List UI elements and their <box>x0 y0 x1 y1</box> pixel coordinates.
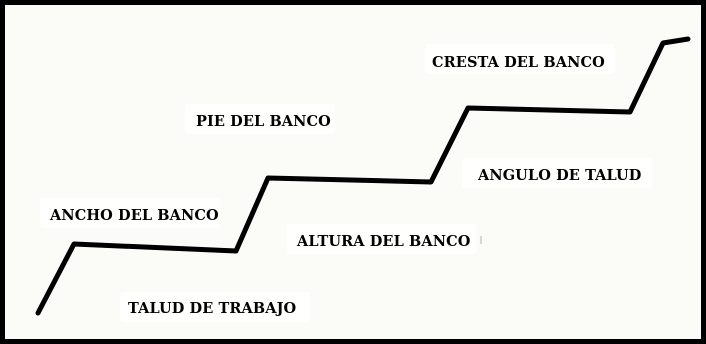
label-bg-pie <box>185 104 335 134</box>
label-bg-altura <box>287 224 477 254</box>
label-cresta-del-banco: CRESTA DEL BANCO <box>432 54 605 71</box>
label-altura-del-banco: ALTURA DEL BANCO <box>296 233 471 250</box>
label-ancho-del-banco: ANCHO DEL BANCO <box>49 207 219 224</box>
label-angulo-de-talud: ANGULO DE TALUD <box>477 167 641 184</box>
label-talud-de-trabajo: TALUD DE TRABAJO <box>128 300 297 317</box>
label-pie-del-banco: PIE DEL BANCO <box>196 113 331 130</box>
label-bg-angulo <box>462 158 652 188</box>
label-bg-talud <box>120 292 310 322</box>
bench-profile-line <box>35 36 691 316</box>
label-bg-cresta <box>425 44 615 74</box>
label-bg-ancho <box>40 198 220 228</box>
